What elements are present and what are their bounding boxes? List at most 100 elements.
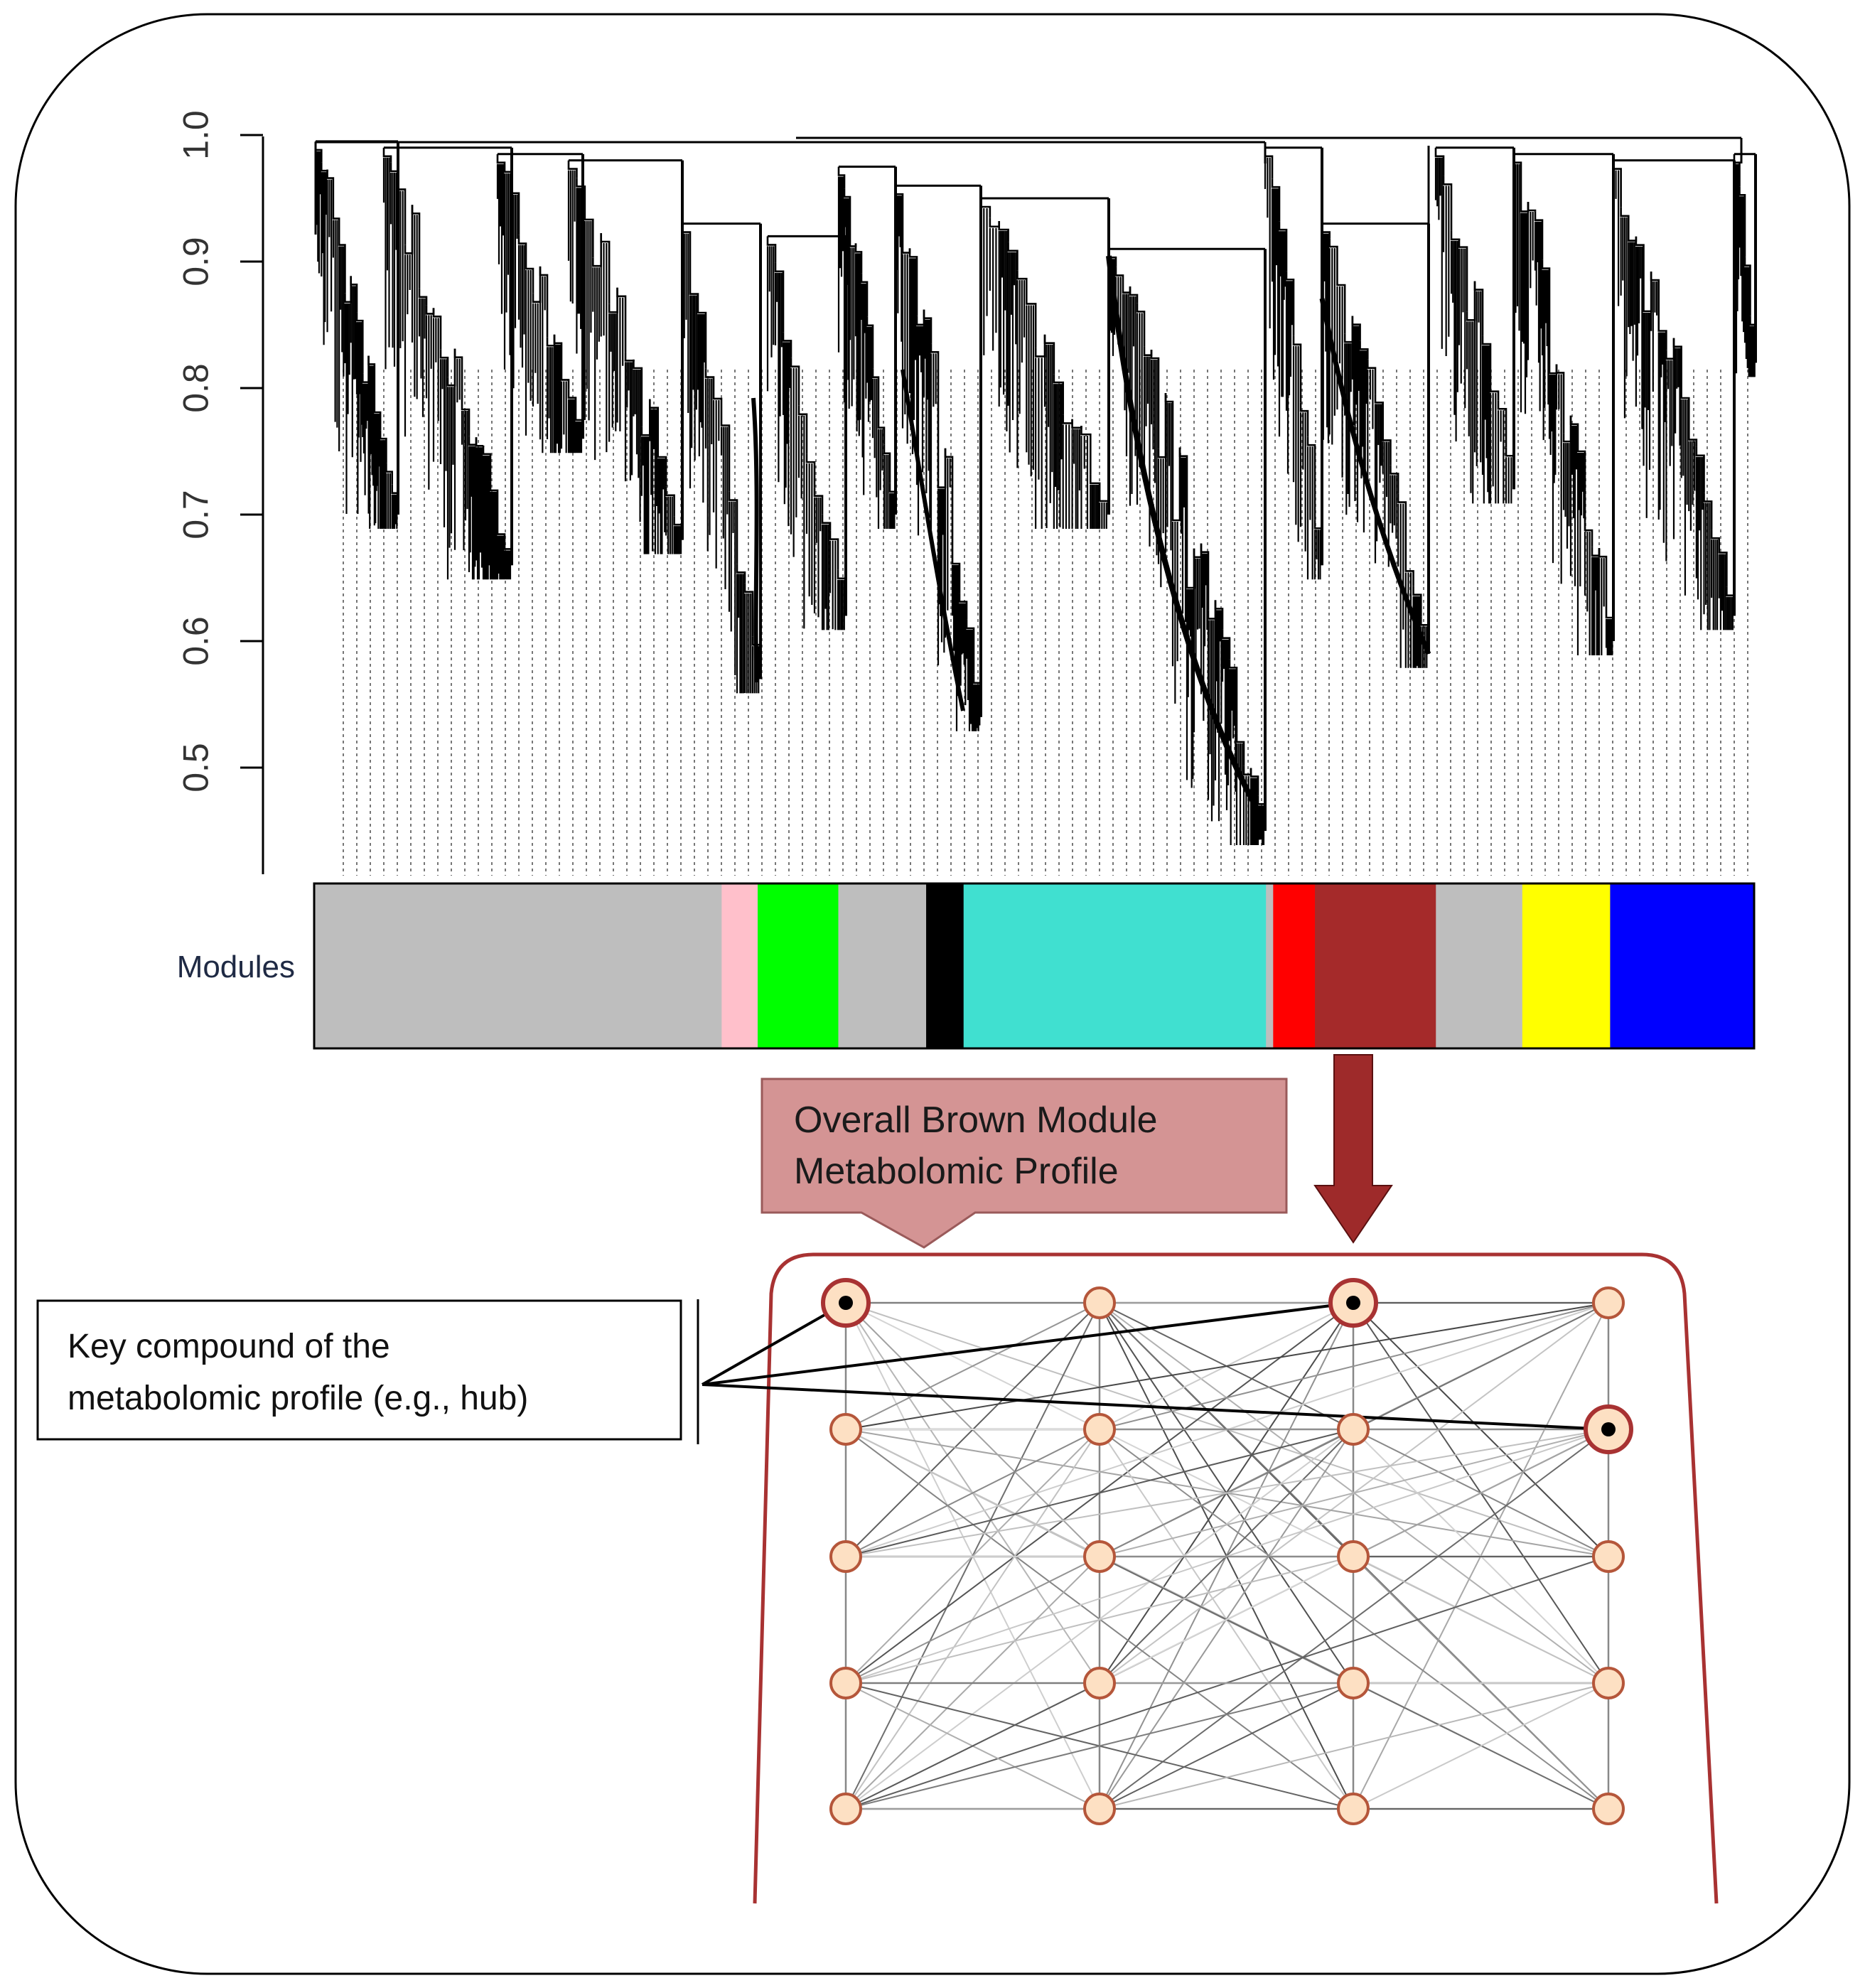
module-band — [758, 883, 839, 1048]
dendrogram-branch — [979, 198, 991, 218]
dendrogram-branch — [1221, 629, 1231, 660]
network-edge — [845, 1556, 1100, 1684]
dendrogram-branch — [1107, 249, 1117, 267]
dendrogram-branch — [373, 404, 382, 431]
dendrogram-branch — [790, 358, 800, 406]
dendrogram-branch — [1278, 221, 1288, 272]
hub-node-center — [1346, 1296, 1360, 1310]
dendrogram-branch — [1584, 522, 1593, 547]
dendrogram-branch — [1710, 530, 1721, 544]
dendrogram-branch — [1555, 364, 1565, 434]
y-tick-label: 0.5 — [176, 743, 216, 792]
dendrogram-branch — [567, 389, 577, 412]
module-band — [1266, 883, 1274, 1048]
network-edge — [1099, 1429, 1609, 1557]
dendrogram-branch — [1569, 415, 1579, 444]
dendrogram-branch — [525, 260, 534, 294]
hub-label-line-1: Key compound of the — [68, 1328, 390, 1365]
dendrogram-branch — [1390, 465, 1399, 494]
dendrogram-branch — [397, 181, 407, 245]
dendrogram-branch — [576, 178, 586, 211]
dendrogram-branch — [1442, 176, 1453, 231]
y-tick-label: 0.6 — [176, 616, 216, 666]
dendrogram-branch — [657, 448, 667, 487]
dendrogram-branch — [704, 368, 715, 390]
dendrogram-branch — [1178, 447, 1188, 580]
dendrogram-branch — [1703, 493, 1713, 530]
module-band — [963, 883, 1267, 1048]
dendrogram-branch — [584, 210, 594, 258]
dendrogram-branch — [314, 141, 323, 163]
dendrogram-branch — [908, 248, 918, 316]
dendrogram-branch — [418, 288, 428, 306]
network-node — [1083, 1667, 1116, 1699]
compound-network — [702, 1278, 1633, 1825]
network-edge — [845, 1429, 1100, 1557]
modules-label: Modules — [177, 950, 295, 984]
dendrogram-branch — [766, 236, 777, 263]
dendrogram-branch — [496, 525, 506, 541]
dendrogram-branch — [681, 223, 692, 286]
dendrogram-branch — [883, 444, 891, 483]
dendrogram-branch — [837, 166, 846, 189]
dendrogram-branch — [1136, 303, 1146, 347]
dendrogram: 1.00.90.80.70.60.5 — [176, 110, 1757, 876]
dendrogram-branch — [1271, 178, 1281, 222]
dendrogram-branch — [720, 417, 731, 492]
dendrogram-branch — [567, 160, 578, 178]
dendrogram-branch — [510, 184, 520, 235]
dendrogram-branch — [382, 147, 392, 163]
network-node — [1337, 1667, 1370, 1699]
dendrogram-branch — [1680, 389, 1690, 431]
dendrogram-branch — [1718, 544, 1728, 587]
dendrogram-branch — [432, 308, 442, 350]
dendrogram-branch — [1650, 272, 1660, 323]
module-band — [1273, 883, 1316, 1048]
network-node — [1337, 1793, 1370, 1825]
dendrogram-branch — [1319, 298, 1431, 655]
dendrogram-branches — [314, 136, 1757, 845]
dendrogram-branch — [951, 555, 961, 593]
dendrogram-branch — [965, 619, 975, 675]
dendrogram-branch — [1366, 359, 1377, 394]
network-node — [1592, 1286, 1625, 1319]
module-colour-bar: Modules — [177, 882, 1756, 1050]
dendrogram-branch — [854, 243, 863, 274]
brown-module-callout: Overall Brown Module Metabolomic Profile — [760, 1078, 1288, 1249]
dendrogram-branch — [1374, 394, 1385, 432]
network-node — [1337, 1540, 1370, 1573]
dendrogram-branch — [736, 564, 746, 584]
dendrogram-branch — [1321, 223, 1331, 239]
dendrogram-branch — [930, 343, 940, 479]
dendrogram-branch — [1292, 335, 1302, 403]
dendrogram-branch — [1200, 543, 1210, 611]
dendrogram-branch — [805, 453, 816, 488]
dendrogram-branch — [1306, 436, 1316, 520]
dendrogram-branch — [1434, 147, 1445, 176]
dendrogram-branch — [489, 481, 499, 526]
dendrogram-branch — [751, 397, 759, 683]
network-edge — [845, 1682, 1100, 1810]
dendrogram-branch — [871, 368, 880, 419]
y-axis: 1.00.90.80.70.60.5 — [176, 110, 264, 874]
network-node — [829, 1793, 862, 1825]
dendrogram-branch — [1743, 257, 1751, 316]
dendrogram-branch — [1512, 154, 1522, 203]
dendrogram-branch — [1473, 281, 1484, 336]
dendrogram-branch — [1043, 334, 1055, 375]
dendrogram-branch — [355, 312, 364, 374]
dendrogram-branch — [1228, 659, 1238, 734]
dendrogram-branch — [496, 154, 506, 163]
dendrogram-branch — [877, 419, 886, 445]
dendrogram-branch — [616, 287, 627, 353]
network-node — [1592, 1793, 1625, 1825]
dendrogram-branch — [553, 334, 563, 372]
dendrogram-branch — [1164, 393, 1174, 512]
module-band — [926, 883, 964, 1048]
network-edge — [845, 1682, 1354, 1810]
network-edge — [1099, 1429, 1609, 1810]
dendrogram-branch — [600, 232, 611, 304]
dendrogram-branch — [665, 486, 675, 517]
callout-box — [760, 1078, 1288, 1249]
dendrogram-branch — [1351, 316, 1361, 341]
